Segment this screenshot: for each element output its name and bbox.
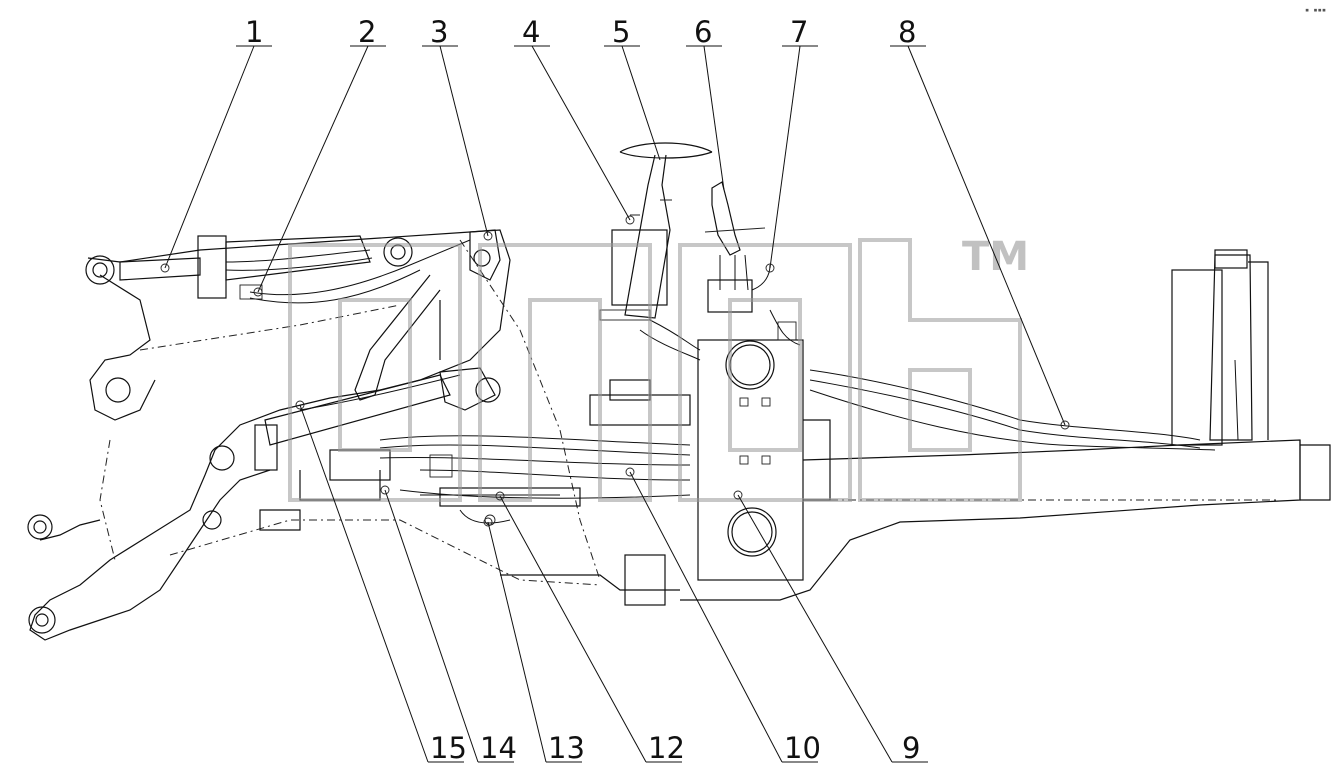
callout-6: 6 bbox=[694, 15, 712, 49]
callout-7: 7 bbox=[790, 15, 808, 49]
boom-arm bbox=[27, 229, 601, 641]
transmission-box bbox=[697, 321, 831, 581]
callout-15: 15 bbox=[430, 731, 467, 765]
callout-2: 2 bbox=[358, 15, 376, 49]
callout-9: 9 bbox=[902, 731, 920, 765]
callout-1: 1 bbox=[245, 15, 263, 49]
tilt-linkage bbox=[354, 229, 501, 401]
callout-4: 4 bbox=[522, 15, 540, 49]
watermark: TM bbox=[288, 234, 1029, 502]
corner-mark: ▪ ▪▪▪ bbox=[1305, 6, 1326, 14]
boom-cylinder bbox=[119, 235, 471, 304]
hydraulic-tank-radiator bbox=[1171, 249, 1269, 446]
hose-runs bbox=[379, 309, 1216, 526]
callout-5: 5 bbox=[612, 15, 630, 49]
callout-10: 10 bbox=[784, 731, 821, 765]
callout-14: 14 bbox=[480, 731, 517, 765]
callout-labels: 1 2 3 4 5 6 7 8 15 14 13 12 10 9 bbox=[245, 15, 920, 765]
callout-8: 8 bbox=[898, 15, 916, 49]
callout-13: 13 bbox=[548, 731, 585, 765]
steering-column bbox=[599, 142, 713, 321]
callout-3: 3 bbox=[430, 15, 448, 49]
callout-leaders bbox=[160, 45, 1070, 763]
callout-12: 12 bbox=[648, 731, 685, 765]
